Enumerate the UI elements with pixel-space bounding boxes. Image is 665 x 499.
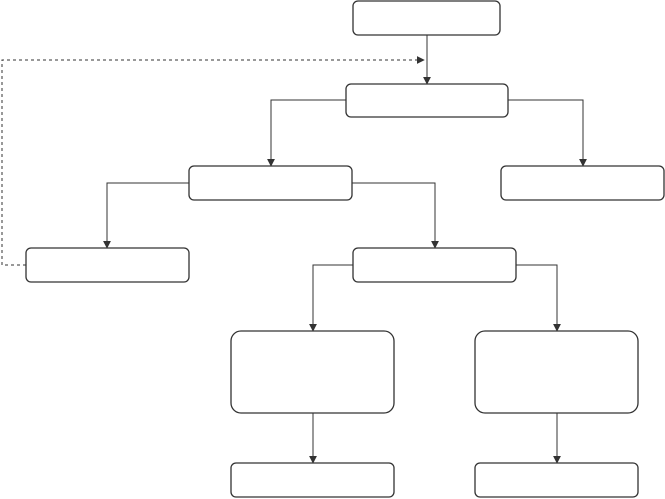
edge-root-to-left-branch [267, 99, 346, 167]
node-root [345, 83, 509, 118]
edge-root-to-right-leaf [508, 99, 587, 167]
node-left-bottom [230, 462, 395, 498]
node-left-leaf [25, 247, 190, 283]
edge-left-branch-to-mid-branch [352, 182, 439, 249]
node-right-large [474, 330, 639, 414]
edge-left-leaf-to-root [1, 56, 425, 266]
edge-mid-branch-to-right-large [516, 264, 561, 332]
node-left-large [230, 330, 395, 414]
nodes-layer [25, 0, 665, 498]
node-right-leaf [500, 165, 665, 201]
node-right-bottom [474, 462, 639, 498]
node-mid-branch [352, 247, 517, 283]
node-left-branch [188, 165, 353, 201]
edges-layer [1, 35, 587, 464]
node-top [352, 0, 501, 36]
edge-mid-branch-to-left-large [309, 264, 353, 332]
edge-left-branch-to-left-leaf [103, 182, 189, 249]
